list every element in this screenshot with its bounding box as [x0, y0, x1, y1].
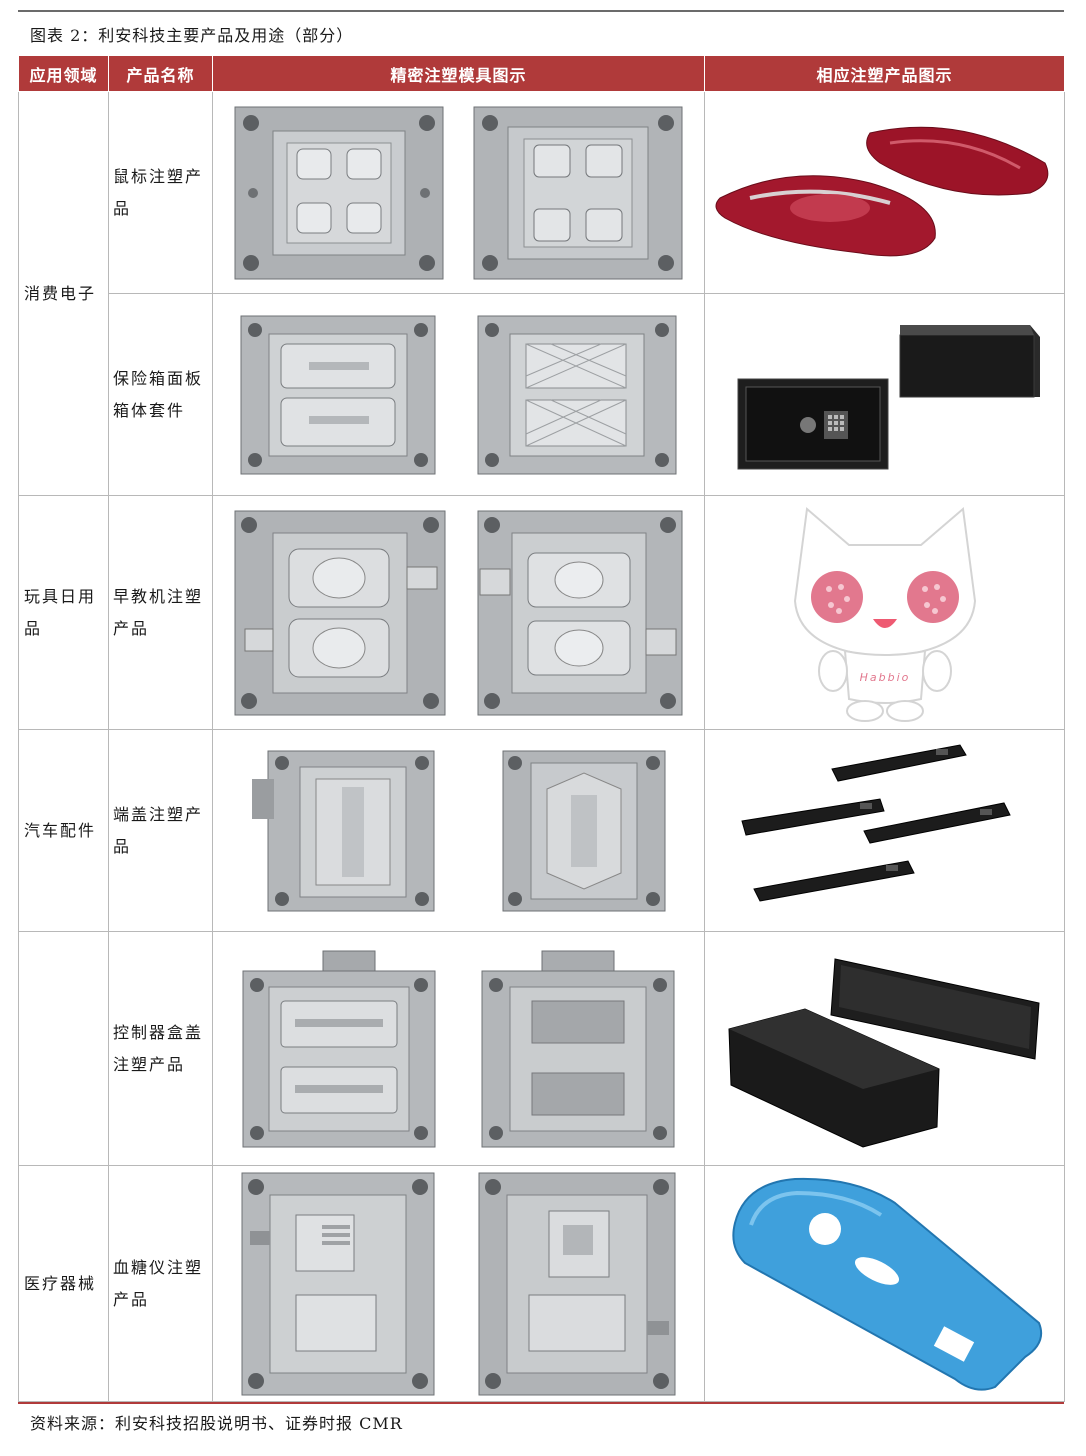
mold-image-mouse-a: [234, 106, 444, 279]
mold-image-cap-a: [252, 750, 435, 911]
header-mold: 精密注塑模具图示: [212, 55, 705, 92]
product-name-mouse: 鼠标注塑产品: [108, 91, 213, 294]
product-name-glucose: 血糖仪注塑产品: [108, 1165, 213, 1402]
field-toy-daily: 玩具日用品: [18, 495, 109, 730]
product-image-mouse: [715, 126, 1048, 256]
product-cell-edu: Habbio: [704, 495, 1065, 730]
field-consumer-electronics: 消费电子: [18, 91, 109, 496]
mold-image-controller-b: [481, 950, 675, 1147]
table-row: 汽车配件 端盖注塑产品: [18, 729, 1065, 932]
product-name-safe: 保险箱面板箱体套件: [108, 293, 213, 496]
mold-image-mouse-b: [473, 106, 683, 279]
products-table: 应用领域 产品名称 精密注塑模具图示 相应注塑产品图示 消费电子 鼠标注塑产品: [18, 55, 1065, 1402]
field-automotive: 汽车配件: [18, 729, 109, 932]
mold-image-cap-b: [502, 750, 666, 911]
table-header-row: 应用领域 产品名称 精密注塑模具图示 相应注塑产品图示: [18, 55, 1065, 92]
product-image-safe: [737, 324, 1040, 469]
table-row: 控制器盒盖注塑产品: [18, 931, 1065, 1166]
mold-image-edu-b: [477, 510, 683, 715]
product-image-end-caps: [740, 743, 1011, 902]
mold-image-safe-a: [240, 315, 436, 474]
mold-cell-safe: [212, 293, 705, 496]
top-rule: [18, 10, 1064, 12]
mold-cell-cap: [212, 729, 705, 932]
product-image-controller-box: [727, 957, 1040, 1148]
table-row: 消费电子 鼠标注塑产品: [18, 91, 1065, 496]
mold-image-controller-a: [242, 950, 436, 1147]
mold-image-edu-a: [234, 510, 446, 715]
mold-image-safe-b: [477, 315, 677, 474]
product-cell-safe: [704, 293, 1065, 496]
header-product-image: 相应注塑产品图示: [704, 55, 1065, 92]
mold-cell-controller: [212, 931, 705, 1166]
header-product: 产品名称: [108, 55, 213, 92]
bottom-rule: [18, 1402, 1064, 1404]
table-row: 玩具日用品 早教机注塑产品: [18, 495, 1065, 730]
product-name-edu: 早教机注塑产品: [108, 495, 213, 730]
product-cell-glucose: [704, 1165, 1065, 1402]
field-empty: [18, 931, 109, 1166]
product-cell-mouse: [704, 91, 1065, 294]
table-row: 保险箱面板箱体套件: [19, 293, 1065, 496]
mold-cell-edu: [212, 495, 705, 730]
mold-image-glucose-b: [478, 1172, 676, 1395]
table-row: 医疗器械 血糖仪注塑产品: [18, 1165, 1065, 1402]
mold-cell-mouse: [212, 91, 705, 294]
product-name-cap: 端盖注塑产品: [108, 729, 213, 932]
field-medical: 医疗器械: [18, 1165, 109, 1402]
product-name-controller: 控制器盒盖注塑产品: [108, 931, 213, 1166]
toy-logo-text: Habbio: [859, 671, 910, 684]
header-field: 应用领域: [18, 55, 109, 92]
product-image-cat-toy: Habbio: [793, 506, 976, 722]
mold-image-glucose-a: [241, 1172, 435, 1395]
mold-cell-glucose: [212, 1165, 705, 1402]
product-cell-cap: [704, 729, 1065, 932]
figure-caption: 图表 2：利安科技主要产品及用途（部分）: [30, 26, 354, 45]
source-note: 资料来源：利安科技招股说明书、证券时报 CMR: [30, 1414, 403, 1433]
product-image-glucose-case: [731, 1177, 1042, 1391]
product-cell-controller: [704, 931, 1065, 1166]
